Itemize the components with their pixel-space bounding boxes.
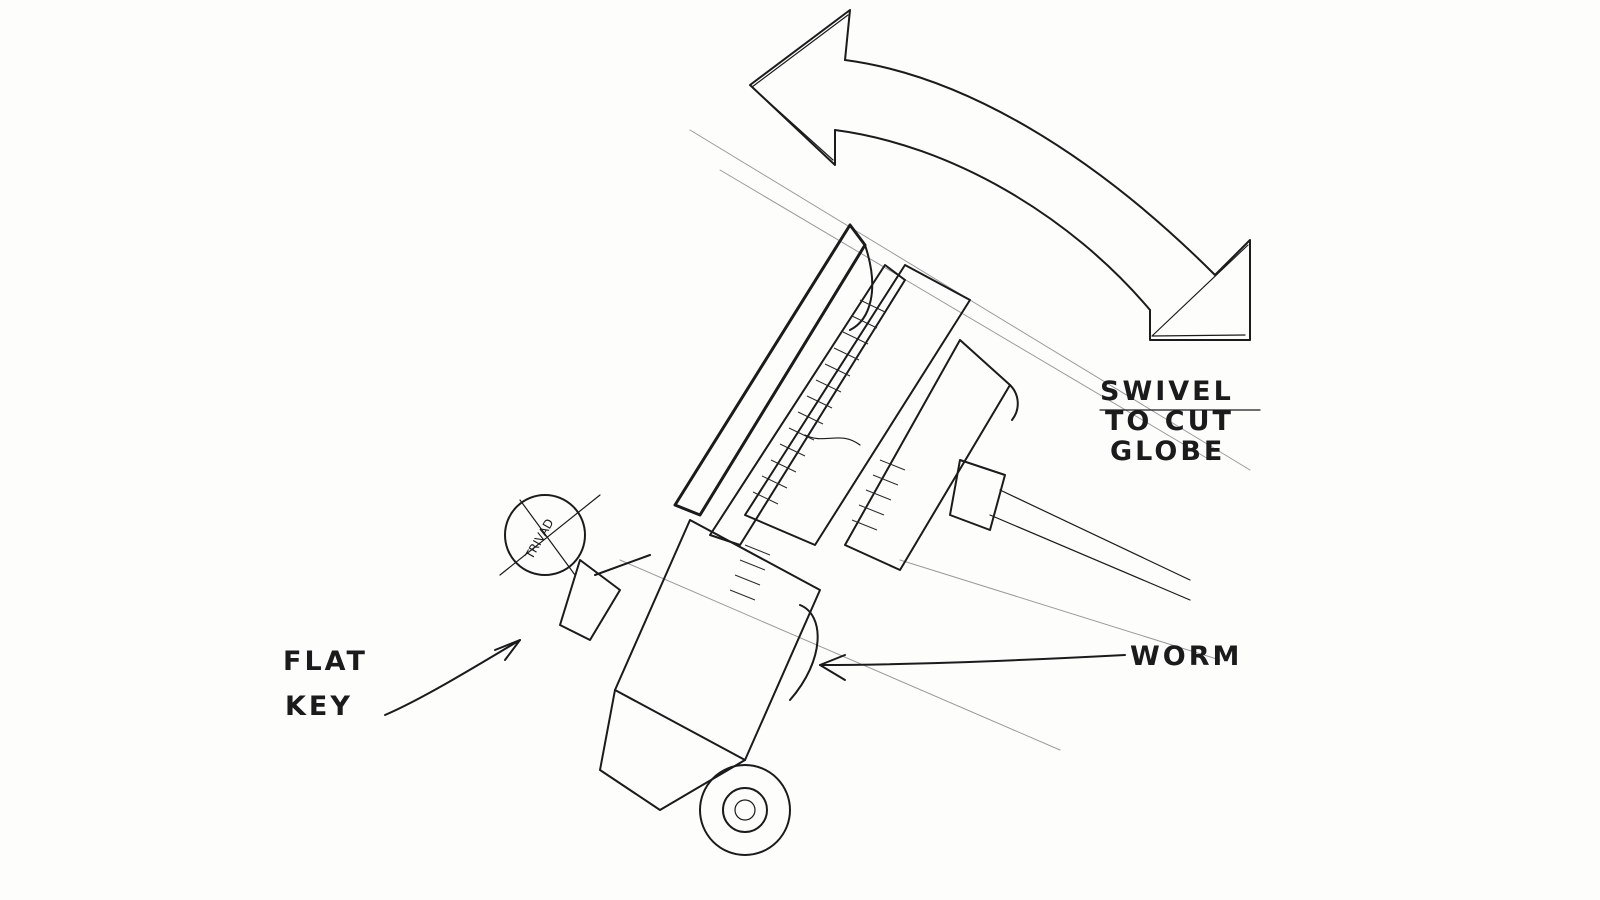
flat-key-label-line2: KEY <box>285 691 353 722</box>
swivel-label-line3: GLOBE <box>1110 436 1225 467</box>
annotation-worm: WORM <box>1130 641 1242 672</box>
worm-hatching <box>729 544 771 601</box>
drum-hatching <box>851 459 906 531</box>
crank-knob: TRIVAD <box>499 494 651 641</box>
swivel-arrow <box>749 9 1251 341</box>
worm-housing <box>599 519 821 856</box>
swivel-label-line2: TO CUT <box>1105 406 1234 437</box>
leader-lines <box>384 409 1261 716</box>
main-body <box>673 223 1191 601</box>
annotation-swivel: SWIVEL TO CUT GLOBE <box>1100 376 1234 467</box>
flat-key-label-line1: FLAT <box>283 646 368 677</box>
knob-text: TRIVAD <box>522 516 557 562</box>
annotation-flat-key: FLAT KEY <box>283 646 368 722</box>
worm-label: WORM <box>1130 641 1242 672</box>
swivel-label-line1: SWIVEL <box>1100 376 1234 407</box>
